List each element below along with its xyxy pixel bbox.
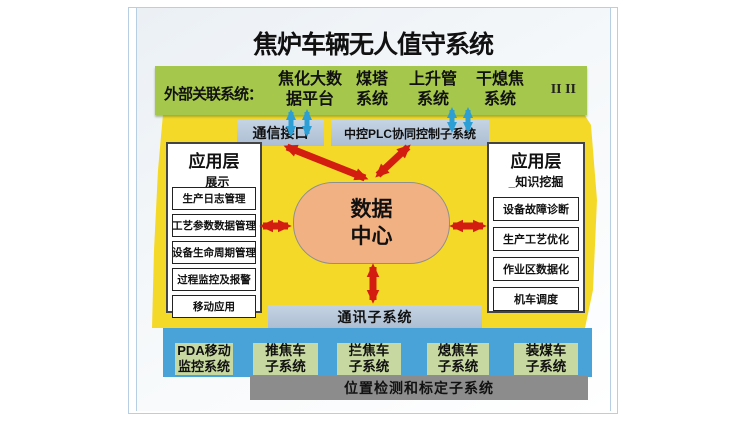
right-item-0: 设备故障诊断: [493, 197, 579, 221]
plc-control-box: 中控PLC协同控制子系统: [331, 120, 489, 146]
right-item-3: 机车调度: [493, 287, 579, 311]
external-system-coal-tower: 煤塔 系统: [355, 71, 388, 108]
right-item-1: 生产工艺优化: [493, 227, 579, 251]
quench-car-box: 熄焦车 子系统: [427, 343, 489, 375]
data-center-node: 数据中心: [293, 182, 450, 264]
left-item-0: 生产日志管理: [172, 187, 256, 210]
left-item-1: 工艺参数数据管理: [172, 214, 256, 237]
application-layer-mining-panel: 应用层 _知识挖掘 设备故障诊断 生产工艺优化 作业区数据化 机车调度: [487, 142, 585, 313]
page-title: 焦炉车辆无人值守系统: [252, 31, 494, 59]
guide-car-box: 拦焦车 子系统: [337, 343, 401, 375]
comm-subsystem-box: 通讯子系统: [268, 305, 482, 328]
left-item-3: 过程监控及报警: [172, 268, 256, 291]
coal-charging-car-box: 装煤车 子系统: [514, 343, 578, 375]
external-systems-label: 外部关联系统：: [164, 86, 263, 103]
external-system-riser: 上升管 系统: [408, 71, 457, 108]
right-item-2: 作业区数据化: [493, 257, 579, 281]
position-detection-bar: 位置检测和标定子系统: [250, 376, 588, 400]
external-systems-suffix: II II: [550, 82, 576, 97]
external-system-coking-data: 焦化大数 据平台: [277, 71, 342, 108]
pda-monitor-box: PDA移动 监控系统: [175, 343, 233, 375]
pusher-car-box: 推焦车 子系统: [253, 343, 318, 375]
left-item-4: 移动应用: [172, 295, 256, 318]
left-item-2: 设备生命周期管理: [172, 241, 256, 264]
application-layer-display-panel: 应用层 _展示 生产日志管理 工艺参数数据管理 设备生命周期管理 过程监控及报警…: [166, 142, 262, 318]
external-system-cdq: 干熄焦 系统: [475, 71, 524, 108]
external-systems-bar: 外部关联系统： 焦化大数 据平台 煤塔 系统 上升管 系统 干熄焦 系统 II …: [155, 66, 587, 115]
